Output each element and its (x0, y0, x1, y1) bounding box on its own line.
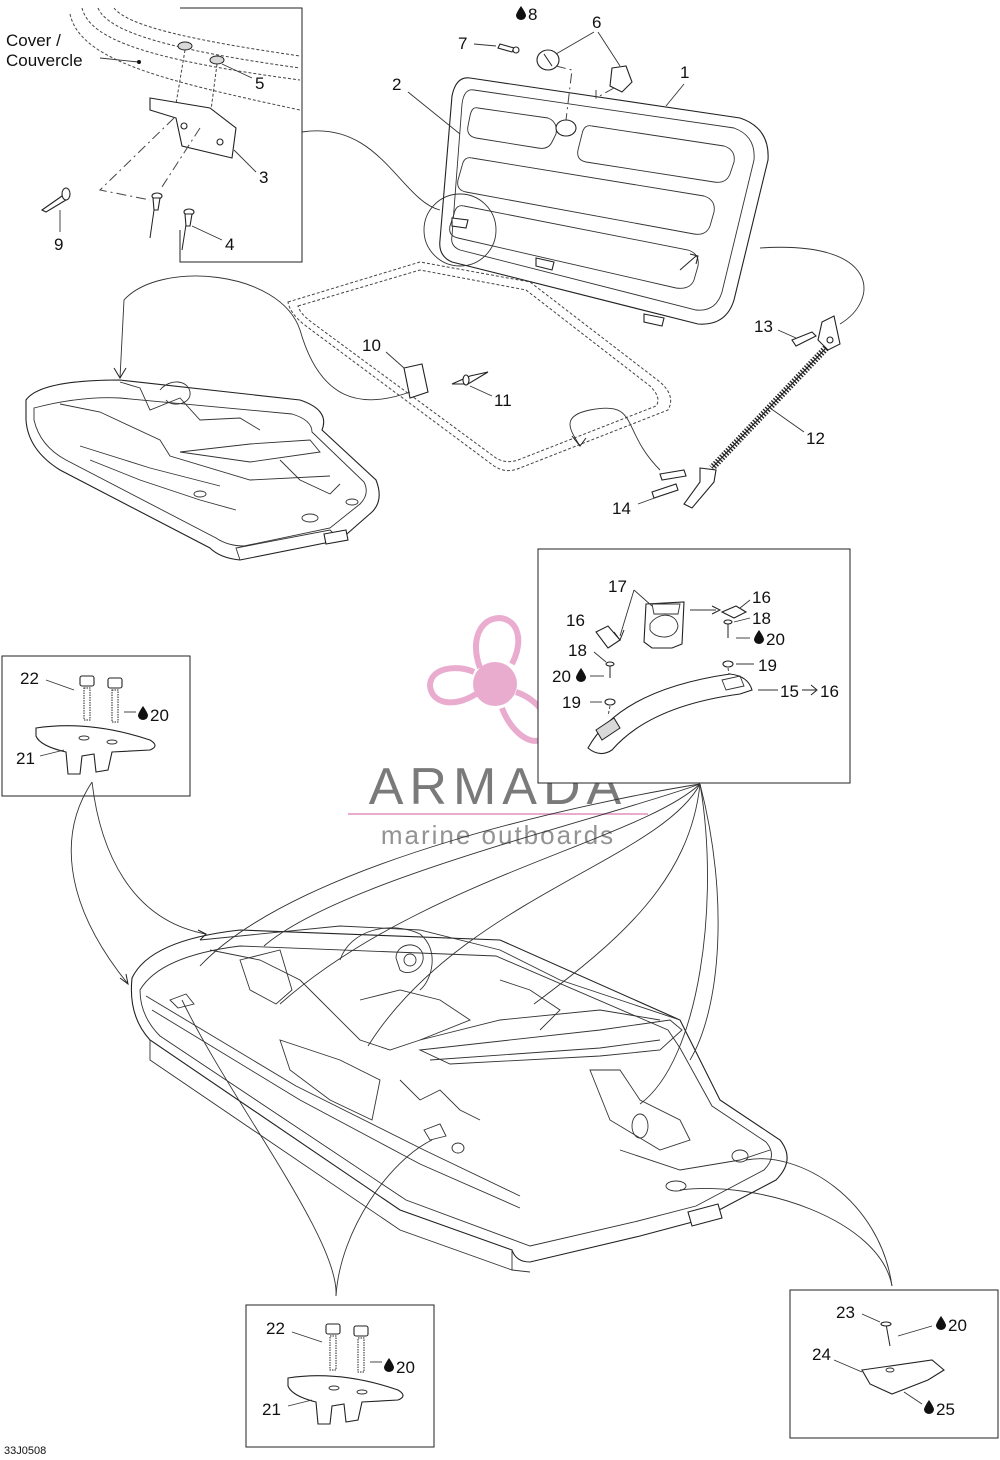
callout-3: 3 (259, 168, 268, 187)
callout-10: 10 (362, 336, 381, 355)
callout-16-right: 16 (752, 588, 771, 607)
bumper-pad-part (861, 1359, 945, 1395)
clip-part (451, 217, 469, 229)
bolt-part (325, 1323, 341, 1371)
cover-hinge-detail: Cover / Couvercle (6, 7, 441, 263)
rivet-part (651, 483, 679, 499)
cover-label-line2: Couvercle (6, 51, 83, 70)
latch-hook-part (609, 65, 633, 93)
droplet-icon (516, 6, 526, 20)
callout-19-right: 19 (758, 656, 777, 675)
washer-part (177, 41, 193, 51)
callout-19-left: 19 (562, 693, 581, 712)
callout-20-cleat-bottom: 20 (396, 1358, 415, 1377)
cleat-part (287, 1375, 404, 1425)
bolt-part (107, 677, 123, 723)
callout-13: 13 (754, 317, 773, 336)
bumper-bracket-assembly: 10 11 (362, 336, 512, 410)
rivet-part (40, 187, 71, 213)
propeller-logo-icon (426, 614, 552, 744)
rivet-part (451, 371, 489, 385)
bumper-detail-box: 23 20 24 25 (789, 1289, 999, 1439)
callout-1: 1 (680, 63, 689, 82)
latch-assembly: 6 7 8 (458, 5, 633, 121)
callout-21-left: 21 (16, 749, 35, 768)
callout-6: 6 (592, 13, 601, 32)
cleat-part (35, 725, 156, 775)
rivet-part (791, 331, 817, 347)
storage-cover-assembly: 1 2 (392, 63, 769, 327)
callout-7: 7 (458, 34, 467, 53)
callout-12: 12 (806, 429, 825, 448)
callout-20-bumper: 20 (948, 1316, 967, 1335)
callout-14: 14 (612, 499, 631, 518)
callout-16-ref: 16 (820, 682, 839, 701)
bolt-part (353, 1325, 369, 1373)
callout-20-left: 20 (552, 667, 571, 686)
callout-15: 15 (780, 682, 799, 701)
storage-cover-part (439, 77, 769, 325)
bumper-part (403, 363, 429, 399)
bolt-part (79, 675, 95, 721)
callout-22-bottom: 22 (266, 1319, 285, 1338)
arrow-right-icon (802, 684, 818, 696)
callout-20-right: 20 (766, 630, 785, 649)
callout-4: 4 (225, 235, 234, 254)
large-boat-illustration (70, 781, 893, 1297)
callout-11: 11 (494, 391, 512, 410)
cushion-cap-part (720, 605, 748, 619)
cleat-detail-box-left: 22 20 21 (1, 655, 191, 797)
clip-part (643, 313, 665, 327)
callout-9: 9 (54, 235, 63, 254)
callout-5: 5 (255, 74, 264, 93)
washer-part (209, 55, 225, 65)
gas-spring-assembly: 13 12 14 (569, 246, 865, 518)
cushion-detail-box: 17 16 16 18 20 18 20 19 19 (537, 548, 851, 784)
callout-22-left: 22 (20, 669, 39, 688)
callout-16-left: 16 (566, 611, 585, 630)
cushion-cap-part (595, 625, 621, 649)
callout-18-right: 18 (752, 609, 771, 628)
spring-top-bracket (817, 315, 841, 351)
callout-2: 2 (392, 75, 401, 94)
callout-18-left: 18 (568, 641, 587, 660)
cushion-strip-part (587, 673, 753, 755)
small-boat-illustration (25, 275, 411, 561)
rivet-part (181, 208, 195, 251)
callout-23: 23 (836, 1303, 855, 1322)
callout-20-cleat-left: 20 (150, 706, 169, 725)
rivet-part (149, 192, 163, 239)
callout-25: 25 (936, 1400, 955, 1419)
hinge-bracket-part (149, 97, 237, 159)
clip-part (535, 257, 555, 271)
callout-8: 8 (528, 5, 537, 24)
cover-label-line1: Cover / (6, 31, 61, 50)
spring-bottom-bracket (683, 467, 717, 509)
callout-17: 17 (608, 577, 627, 596)
reference-code: 33J0508 (4, 1445, 46, 1457)
cleat-detail-box-bottom: 22 20 21 (245, 1304, 435, 1448)
watermark-tagline: marine outboards (381, 820, 615, 850)
rivet-part (659, 469, 687, 481)
hull-opening-outline (287, 261, 672, 472)
screw-part (497, 43, 515, 53)
callout-21-bottom: 21 (262, 1400, 281, 1419)
callout-24: 24 (812, 1345, 831, 1364)
